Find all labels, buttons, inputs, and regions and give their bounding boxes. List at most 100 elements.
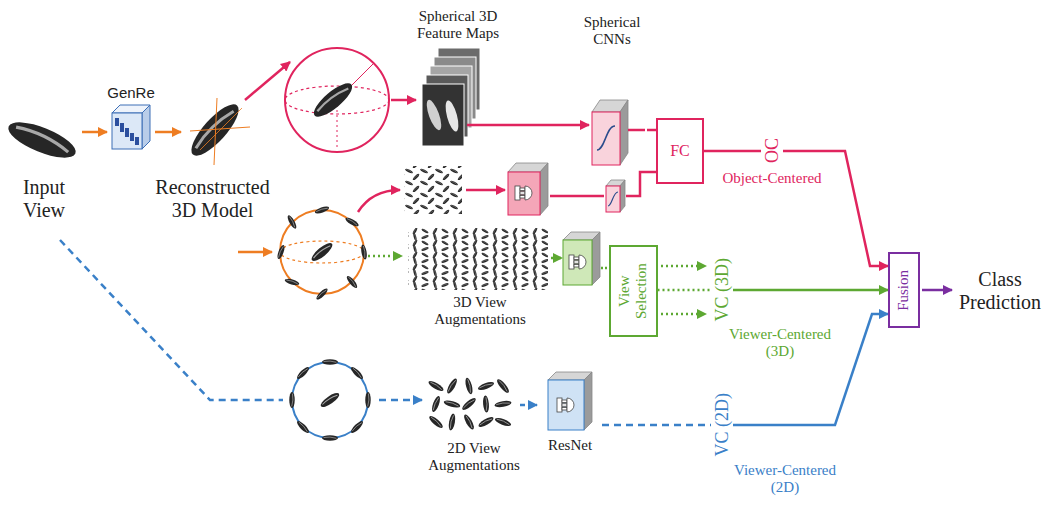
augmented-view (427, 379, 445, 393)
feature-maps-caption-text: Spherical 3D Feature Maps (403, 8, 513, 43)
cube-top (112, 105, 150, 113)
node-label: View Selection (616, 251, 651, 331)
rotated-view (322, 359, 338, 364)
augmented-view (477, 380, 495, 391)
augmented-view (494, 400, 512, 409)
sphere-equator (280, 241, 364, 263)
output-caption: Class Prediction (955, 268, 1045, 314)
prism-side (592, 232, 600, 285)
flow-arrow (466, 189, 505, 192)
output-caption-text: Class Prediction (955, 268, 1045, 314)
wire (626, 172, 656, 196)
edge-label-text: OC (762, 138, 783, 163)
spherical-cnn-block: Spherical CNNs (577, 14, 647, 168)
feature-map (438, 48, 480, 110)
prism-side (540, 163, 548, 215)
sphere-axis (337, 63, 374, 100)
edge-label-text: VC (2D) (712, 393, 733, 457)
input-caption: Input View (8, 176, 80, 222)
red-sphere (285, 48, 389, 152)
augmented-view (462, 413, 476, 431)
flow-arrow (379, 399, 422, 402)
viewer-centered-caption: Viewer-Centered (3D) (718, 326, 843, 361)
object-in-sphere (309, 240, 335, 263)
spherical-cnn-icon (592, 100, 628, 165)
rotated-view (322, 435, 338, 440)
resnet-icon (548, 372, 592, 430)
camera-view (360, 244, 368, 260)
rotated-view (349, 365, 364, 380)
sphere-outline (280, 210, 364, 294)
blue-rotation-circle (289, 359, 370, 440)
model-caption-text: Reconstructed 3D Model (145, 176, 280, 222)
spacer (360, 200, 372, 214)
view-thumbnails (404, 166, 462, 214)
prism-front (548, 380, 584, 430)
conv-block-red (508, 163, 548, 215)
edge-label: VC (2D) (711, 390, 734, 460)
feature-map (434, 57, 476, 119)
rotated-view (365, 392, 370, 408)
node-label: FC (670, 142, 690, 160)
augmented-view (443, 399, 461, 409)
cube-bar (130, 133, 134, 141)
small-spherical-cnn (606, 180, 625, 212)
connector-line (602, 424, 722, 427)
augmented-view (445, 377, 459, 395)
augmented-view (482, 395, 489, 412)
selected-view-arrow (656, 313, 706, 316)
genre-cube (112, 105, 150, 149)
camera-view (344, 216, 360, 228)
object-centered-caption: Object-Centered (722, 170, 821, 187)
sigmoid-curve (608, 192, 618, 206)
circle-outline (292, 362, 368, 438)
prism-front (563, 240, 592, 285)
node-label: Fusion (895, 270, 912, 311)
rotated-view (349, 419, 364, 434)
view-augmentation-2d (427, 377, 512, 431)
flow-arrow (358, 190, 400, 212)
cube-bar (125, 128, 129, 137)
feature-map (426, 75, 468, 137)
prism-top (606, 180, 625, 186)
view-selection-box: View Selection (609, 245, 658, 337)
axis-line (190, 127, 250, 131)
feature-map-stack (422, 48, 480, 146)
prism-side (620, 180, 625, 212)
flow-arrow (368, 255, 402, 258)
augmented-view (464, 377, 474, 395)
flow-arrow (238, 251, 272, 254)
feature-map (430, 66, 472, 128)
augmentation-caption: 3D View Augmentations (418, 294, 542, 329)
camera-view (315, 287, 329, 301)
prism-side (620, 100, 628, 165)
conv-symbol (557, 398, 574, 412)
augmented-view (461, 396, 478, 411)
camera-view (276, 244, 286, 260)
viewer-centered-caption: Viewer-Centered (2D) (723, 462, 848, 497)
flow-arrow (391, 99, 416, 102)
prism-top (548, 372, 592, 380)
augmented-view (495, 378, 510, 395)
cube-bar (115, 118, 119, 126)
map-blob (424, 98, 444, 131)
axis-line (214, 98, 217, 165)
selected-view-arrow (656, 265, 706, 268)
edge-label-text: VC (3D) (712, 258, 733, 322)
connector (704, 151, 888, 266)
flow-arrow (155, 131, 181, 134)
rotated-view (319, 391, 341, 410)
sphere-outline (285, 48, 389, 152)
rotated-view (295, 365, 310, 380)
edge-label: OC (761, 135, 784, 166)
flow-arrow (467, 124, 589, 127)
flow-arrow (520, 404, 537, 407)
conv-symbol (515, 186, 532, 200)
camera-view (284, 278, 300, 287)
sphere-axis (337, 100, 338, 150)
model-caption: Reconstructed 3D Model (145, 176, 280, 222)
cube-bar (135, 137, 139, 145)
flow-line (60, 240, 283, 400)
sigmoid-curve (597, 126, 615, 150)
